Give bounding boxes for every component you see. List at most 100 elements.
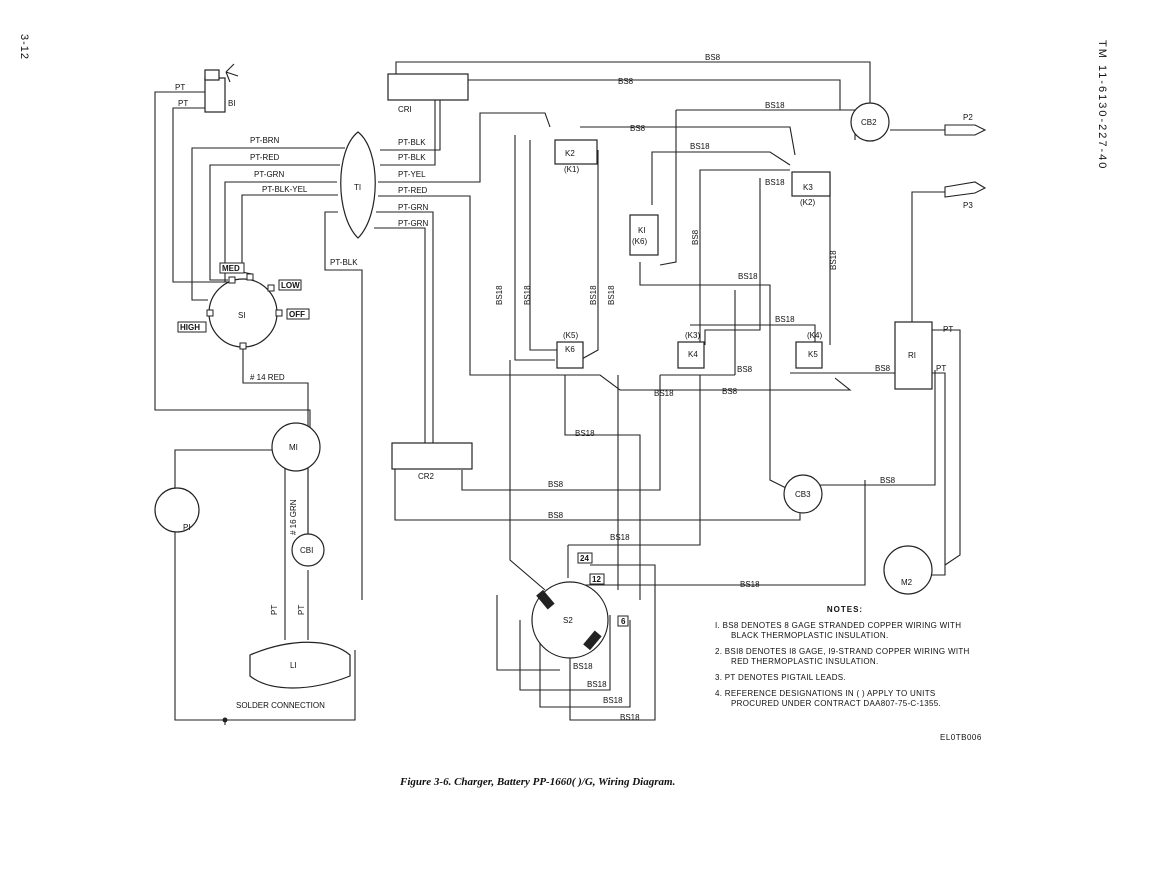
k5-alt-label: (K4) xyxy=(807,331,822,340)
plug-p1: PI xyxy=(154,487,200,533)
label-pt-grn-right-2: PT-GRN xyxy=(398,219,428,228)
label-bs8-bus: BS8 xyxy=(722,387,738,396)
label-red14: # 14 RED xyxy=(250,373,285,382)
label-bs18-mid: BS18 xyxy=(738,272,758,281)
rectifier-cr1: CRI xyxy=(387,73,469,114)
label-bs18-cb2: BS18 xyxy=(765,101,785,110)
plug-p3: P3 xyxy=(944,181,987,210)
notes-block: NOTES: I. BS8 DENOTES 8 GAGE STRANDED CO… xyxy=(715,605,975,715)
rectifier-cr2: CR2 xyxy=(391,442,473,481)
cb2-label: CB2 xyxy=(861,118,877,127)
s2-pos-12: 12 xyxy=(592,575,601,584)
k5-label: K5 xyxy=(808,350,818,359)
label-pt-r1-top: PT xyxy=(943,325,953,334)
k2-label: K2 xyxy=(565,149,575,158)
label-pt-brn: PT-BRN xyxy=(250,136,280,145)
circuit-breaker-cb1: CBI xyxy=(291,533,325,567)
label-pt-blk-yel: PT-BLK-YEL xyxy=(262,185,308,194)
label-pt-red-left: PT-RED xyxy=(250,153,280,162)
resistor-r1: RI xyxy=(894,321,933,390)
label-bs8-v: BS8 xyxy=(691,229,700,245)
k6-label: K6 xyxy=(565,345,575,354)
label-pt-blk-2: PT-BLK xyxy=(398,153,426,162)
circuit-breaker-cb3: CB3 xyxy=(783,474,823,514)
relay-k6: K6 (K5) xyxy=(556,331,584,369)
label-pt-r1-bottom: PT xyxy=(936,364,946,373)
switch-s2: S2 24 12 6 xyxy=(531,552,629,659)
label-pt-grn-right-1: PT-GRN xyxy=(398,203,428,212)
note-1: I. BS8 DENOTES 8 GAGE STRANDED COPPER WI… xyxy=(715,621,962,640)
s1-med-label: MED xyxy=(222,264,240,273)
label-bs18-v5: BS18 xyxy=(829,250,838,270)
label-bs18-k3: BS18 xyxy=(765,178,785,187)
b1-label: BI xyxy=(228,99,236,108)
transformer-t1: TI xyxy=(340,131,376,239)
label-pt-red-right: PT-RED xyxy=(398,186,428,195)
inductor-l1: LI xyxy=(249,641,351,689)
label-bs8-k4: BS8 xyxy=(737,365,753,374)
label-bs18-k1: BS18 xyxy=(690,142,710,151)
plug-p2: P2 xyxy=(944,113,987,136)
label-bs18-k4: BS18 xyxy=(654,389,674,398)
label-bs8-cb3: BS8 xyxy=(880,476,896,485)
k3-label: K3 xyxy=(803,183,813,192)
k4-label: K4 xyxy=(688,350,698,359)
s1-label: SI xyxy=(238,311,246,320)
label-grn16: # 16 GRN xyxy=(289,499,298,535)
k1-alt-label: (K6) xyxy=(632,237,647,246)
label-bs18-v3: BS18 xyxy=(589,285,598,305)
p1-label: PI xyxy=(183,523,191,532)
label-bs8-cr2-1: BS8 xyxy=(548,480,564,489)
meter-m1: MI xyxy=(271,422,321,472)
label-bs18-s2-top: BS18 xyxy=(610,533,630,542)
circuit-breaker-cb2: CB2 xyxy=(850,102,890,142)
label-bs18-s2-3: BS18 xyxy=(603,696,623,705)
switch-s1: SI MED LOW OFF HIGH xyxy=(177,262,310,350)
label-pt-l1-left: PT xyxy=(270,605,279,615)
m2-label: M2 xyxy=(901,578,913,587)
note-2: 2. BSI8 DENOTES I8 GAGE, I9-STRAND COPPE… xyxy=(715,647,970,666)
label-bs18-s2-4: BS18 xyxy=(620,713,640,722)
drawing-id: EL0TB006 xyxy=(940,733,982,742)
p3-label: P3 xyxy=(963,201,973,210)
s1-low-label: LOW xyxy=(281,281,300,290)
label-bs18-s2-right: BS18 xyxy=(740,580,760,589)
label-bs18-s2-1: BS18 xyxy=(573,662,593,671)
label-pt-yel: PT-YEL xyxy=(398,170,426,179)
l1-label: LI xyxy=(290,661,297,670)
k4-alt-label: (K3) xyxy=(685,331,700,340)
label-pt-l1-right: PT xyxy=(297,605,306,615)
label-bs8-k2: BS8 xyxy=(630,124,646,133)
r1-label: RI xyxy=(908,351,916,360)
label-solder-connection: SOLDER CONNECTION xyxy=(236,701,325,710)
label-pt-blk-lower: PT-BLK xyxy=(330,258,358,267)
cb3-label: CB3 xyxy=(795,490,811,499)
s2-pos-24: 24 xyxy=(580,554,589,563)
label-bs18-v1: BS18 xyxy=(495,285,504,305)
relay-k3: K3 (K2) xyxy=(791,171,831,207)
label-pt-b1-top: PT xyxy=(175,83,185,92)
relay-k1: KI (K6) xyxy=(629,214,659,256)
relay-k2: K2 (K1) xyxy=(554,139,598,174)
label-pt-grn-left: PT-GRN xyxy=(254,170,284,179)
label-bs18-k6: BS18 xyxy=(575,429,595,438)
figure-caption: Figure 3-6. Charger, Battery PP-1660( )/… xyxy=(400,776,676,788)
label-bs18-k5: BS18 xyxy=(775,315,795,324)
k6-alt-label: (K5) xyxy=(563,331,578,340)
k1-label: KI xyxy=(638,226,646,235)
label-bs18-s2-2: BS18 xyxy=(587,680,607,689)
blower-motor-b1: BI xyxy=(204,63,239,113)
wire-labels: PT PT PT-BRN PT-RED PT-GRN PT-BLK-YEL PT… xyxy=(175,53,953,722)
m1-label: MI xyxy=(289,443,298,452)
t1-label: TI xyxy=(354,183,361,192)
s1-off-label: OFF xyxy=(289,310,305,319)
k2-alt-label: (K1) xyxy=(564,165,579,174)
note-3: 3. PT DENOTES PIGTAIL LEADS. xyxy=(715,673,846,682)
s2-label: S2 xyxy=(563,616,573,625)
label-pt-blk-1: PT-BLK xyxy=(398,138,426,147)
label-bs18-v2: BS18 xyxy=(523,285,532,305)
cr1-label: CRI xyxy=(398,105,412,114)
notes-title: NOTES: xyxy=(826,605,864,614)
k3-alt-label: (K2) xyxy=(800,198,815,207)
